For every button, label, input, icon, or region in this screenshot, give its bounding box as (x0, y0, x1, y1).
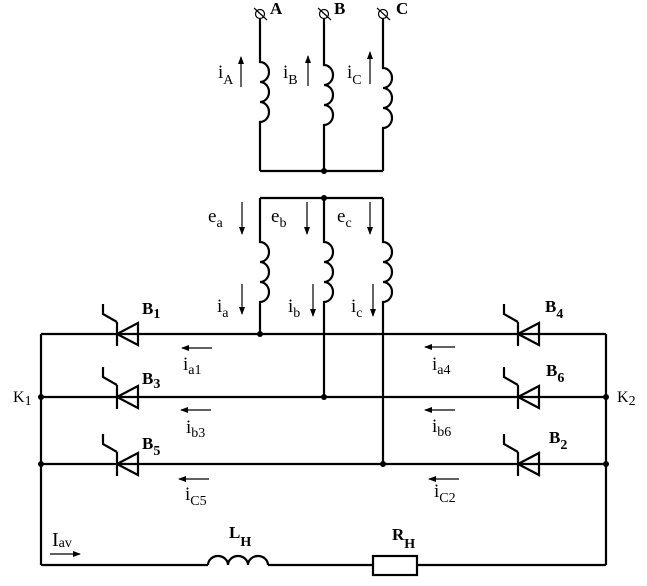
inductor-label: LH (229, 523, 251, 550)
node (257, 331, 263, 337)
node-k2-label: K2 (617, 389, 636, 409)
node-k1-label: K1 (13, 389, 32, 409)
current-ic5-label: iC5 (185, 484, 207, 509)
terminal-a-label: A (270, 0, 283, 18)
load-group: Iav LH RH (41, 523, 606, 577)
current-ib-lower-label: ib (288, 296, 300, 321)
primary-coil-c (381, 18, 394, 171)
terminal-c-label: C (396, 0, 408, 18)
thyristor-b6-label: B6 (546, 361, 564, 386)
thyristor-b3-label: B3 (142, 369, 160, 392)
thyristor-icon (515, 451, 541, 477)
gate-lead (101, 304, 118, 323)
current-ic2-label: iC2 (434, 481, 456, 506)
thyristor-b2-label: B2 (549, 428, 567, 453)
thyristor-icon (114, 451, 140, 477)
primary-coil-b (322, 18, 335, 171)
thyristor-b5-label: B5 (142, 434, 160, 459)
emf-eb-label: eb (271, 206, 286, 231)
thyristor-icon (114, 384, 140, 410)
current-ib6-label: ib6 (432, 416, 451, 440)
load-resistor (371, 554, 419, 577)
thyristor-b3[interactable] (101, 367, 140, 410)
thyristor-icon (515, 384, 541, 410)
gate-lead (101, 434, 118, 453)
secondary-coil-b (322, 198, 335, 397)
node (321, 394, 327, 400)
gate-lead (502, 304, 519, 323)
thyristor-icon (114, 321, 140, 347)
node (603, 461, 609, 467)
gate-lead (502, 367, 519, 386)
secondary-coil-a (258, 198, 271, 334)
load-inductor (206, 554, 270, 566)
bridge-group: B1 B3 B5 B4 B6 B2 ia1 ib3 iC5 ia4 ib6 iC… (13, 297, 636, 565)
current-ia-upper-label: iA (218, 62, 234, 88)
current-ic-lower-label: ic (351, 296, 363, 321)
resistor-label: RH (392, 525, 415, 552)
secondary-winding-group: ea eb ec ia ib ic (208, 195, 394, 464)
thyristor-b4[interactable] (502, 304, 541, 347)
thyristor-b5[interactable] (101, 434, 140, 477)
primary-coil-a (258, 18, 271, 171)
thyristor-b6[interactable] (502, 367, 541, 410)
current-ia4-label: ia4 (432, 354, 451, 378)
current-ib3-label: ib3 (186, 417, 205, 441)
emf-ec-label: ec (337, 206, 352, 231)
primary-winding-group: A B C iA iB iC (218, 0, 408, 174)
current-ia1-label: ia1 (183, 354, 202, 378)
gate-lead (502, 434, 519, 453)
thyristor-b1[interactable] (101, 304, 140, 347)
secondary-coil-c (381, 198, 394, 464)
thyristor-icon (515, 321, 541, 347)
gate-lead (101, 367, 118, 386)
thyristor-b2[interactable] (502, 434, 541, 477)
node (380, 461, 386, 467)
current-ib-upper-label: iB (283, 62, 298, 88)
emf-ea-label: ea (208, 206, 223, 231)
node-k2 (603, 394, 609, 400)
node (38, 461, 44, 467)
thyristor-b4-label: B4 (545, 297, 563, 322)
load-current-label: Iav (52, 529, 72, 551)
terminal-b-label: B (334, 0, 345, 18)
primary-neutral-node (321, 168, 327, 174)
current-ia-lower-label: ia (217, 296, 229, 321)
node-k1 (38, 394, 44, 400)
current-ic-upper-label: iC (347, 62, 362, 88)
thyristor-b1-label: B1 (142, 299, 160, 322)
